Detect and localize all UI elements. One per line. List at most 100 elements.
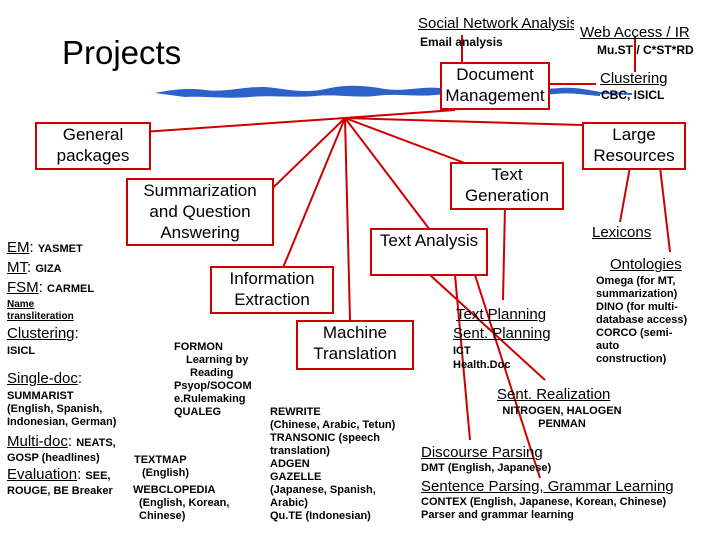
general-packages-node: General packages — [35, 122, 151, 170]
mt-item: Arabic) — [270, 497, 308, 509]
link-hub-machine-translation — [344, 117, 351, 321]
webclopedia-line: Chinese) — [139, 510, 186, 522]
sent-realization: Sent. Realization — [497, 386, 611, 403]
name-transliteration-line: transliteration — [7, 311, 74, 322]
single-doc-label: Single-doc — [7, 370, 78, 387]
information-extraction-label: Information Extraction — [229, 269, 315, 309]
summarization-node: Summarization and Question Answering — [126, 178, 274, 246]
mt-item: TRANSONIC (speech — [270, 432, 381, 444]
gosp: GOSP (headlines) — [7, 452, 100, 464]
textmap-line: (English) — [142, 467, 190, 479]
ie-item: Psyop/SOCOM — [174, 380, 252, 392]
mt-item: Qu.TE (Indonesian) — [270, 510, 371, 522]
single-doc-line: SUMMARIST — [7, 390, 74, 402]
mt-item: (Japanese, Spanish, — [270, 484, 376, 496]
ie-list: FORMON Learning by Reading Psyop/SOCOM e… — [174, 341, 252, 419]
large-resources-node: Large Resources — [582, 122, 686, 170]
evaluation-label: Evaluation — [7, 466, 78, 483]
em-label: EM — [7, 239, 30, 256]
ict: ICT — [453, 345, 471, 357]
sent-planning: Sent. Planning — [453, 325, 551, 342]
link-text-analysis-sent-realization — [429, 274, 546, 381]
sent-realization-line: NITROGEN, HALOGEN — [502, 405, 622, 417]
link-text-analysis-sentence-parsing — [474, 274, 541, 479]
link-hub-text-analysis — [344, 117, 431, 231]
ontologies-line: construction) — [596, 353, 667, 365]
social-network-analysis: Social Network Analysis — [418, 15, 574, 32]
sentence-parsing: Sentence Parsing, Grammar Learning — [421, 478, 674, 495]
mt-entry: MT: GIZA — [7, 259, 62, 276]
fsm-value: CARMEL — [47, 283, 95, 295]
single-doc-line: Indonesian, German) — [7, 416, 117, 428]
clustering-label: Clustering — [7, 325, 75, 342]
ie-item: e.Rulemaking — [174, 393, 246, 405]
mt-item: translation) — [270, 445, 330, 457]
evaluation-entry: Evaluation: SEE, — [7, 466, 111, 483]
general-packages-label: General packages — [56, 125, 130, 165]
wave-tail — [599, 92, 633, 95]
em-entry: EM: YASMET — [7, 239, 83, 256]
sentence-parsing-line: CONTEX (English, Japanese, Korean, Chine… — [421, 496, 667, 508]
ontologies: Ontologies — [610, 256, 682, 273]
text-analysis-label: Text Analysis — [379, 231, 479, 250]
document-management-node: Document Management — [440, 62, 550, 110]
mt-value: GIZA — [35, 263, 62, 275]
healthdoc: Health.Doc — [453, 359, 511, 371]
textmap: TEXTMAP (English) — [134, 454, 189, 480]
sent-realization-detail: NITROGEN, HALOGEN PENMAN — [497, 405, 627, 431]
ontologies-line: CORCO (semi- — [596, 327, 673, 339]
link-hub-document-management — [344, 109, 456, 119]
webclopedia: WEBCLOPEDIA (English, Korean, Chinese) — [133, 484, 229, 523]
machine-translation-node: Machine Translation — [296, 320, 414, 370]
large-resources-label: Large Resources — [593, 125, 675, 165]
multi-doc-entry: Multi-doc: NEATS, — [7, 433, 116, 450]
mt-item: (Chinese, Arabic, Tetun) — [270, 419, 396, 431]
summarization-label: Summarization and Question Answering — [143, 181, 257, 242]
discourse-parsing-detail: DMT (English, Japanese) — [421, 462, 552, 474]
multi-doc-value: NEATS, — [76, 437, 116, 449]
mt-item: REWRITE — [270, 406, 321, 418]
document-management-label: Document Management — [445, 65, 545, 105]
text-planning: Text Planning — [456, 306, 547, 323]
discourse-parsing: Discourse Parsing — [421, 444, 543, 461]
em-value: YASMET — [37, 243, 83, 255]
link-hub-large-resources — [344, 117, 583, 126]
textmap-line: TEXTMAP — [134, 454, 187, 466]
ontologies-detail: Omega (for MT, summarization) DINO (for … — [596, 275, 687, 366]
mt-label: MT — [7, 259, 27, 276]
ie-item: QUALEG — [174, 406, 222, 418]
link-textgen-text-planning — [502, 206, 506, 301]
name-transliteration-line: Name — [7, 299, 35, 310]
sentence-parsing-line: Parser and grammar learning — [421, 509, 574, 521]
ie-item: FORMON — [174, 341, 223, 353]
sentence-parsing-detail: CONTEX (English, Japanese, Korean, Chine… — [421, 496, 666, 522]
fsm-label: FSM — [7, 279, 39, 296]
ontologies-line: summarization) — [596, 288, 678, 300]
mt-list: REWRITE (Chinese, Arabic, Tetun) TRANSON… — [270, 406, 395, 523]
single-doc-items: SUMMARIST (English, Spanish, Indonesian,… — [7, 390, 116, 429]
name-transliteration: Name transliteration — [7, 299, 74, 323]
evaluation-value: SEE, — [85, 470, 111, 482]
link-hub-general-packages — [127, 117, 346, 134]
clustering-top: Clustering — [600, 70, 668, 87]
webclopedia-line: (English, Korean, — [139, 497, 230, 509]
link-hub-text-generation — [344, 117, 471, 166]
ontologies-line: auto — [596, 340, 620, 352]
rouge: ROUGE, BE Breaker — [7, 485, 113, 497]
web-access-ir: Web Access / IR — [580, 24, 690, 41]
ontologies-line: database access) — [596, 314, 688, 326]
single-doc-entry: Single-doc: — [7, 370, 83, 387]
machine-translation-label: Machine Translation — [313, 323, 397, 363]
webclopedia-line: WEBCLOPEDIA — [133, 484, 216, 496]
email-analysis: Email analysis — [420, 35, 503, 49]
text-generation-label: Text Generation — [464, 165, 550, 205]
ontologies-line: Omega (for MT, — [596, 275, 676, 287]
fsm-entry: FSM: CARMEL — [7, 279, 95, 296]
ontologies-line: DINO (for multi- — [596, 301, 678, 313]
multi-doc-label: Multi-doc — [7, 433, 68, 450]
mt-item: ADGEN — [270, 458, 310, 470]
sent-realization-line: PENMAN — [538, 418, 586, 430]
ie-item: Reading — [190, 367, 234, 379]
link-large-resources-lexicons — [619, 166, 631, 223]
